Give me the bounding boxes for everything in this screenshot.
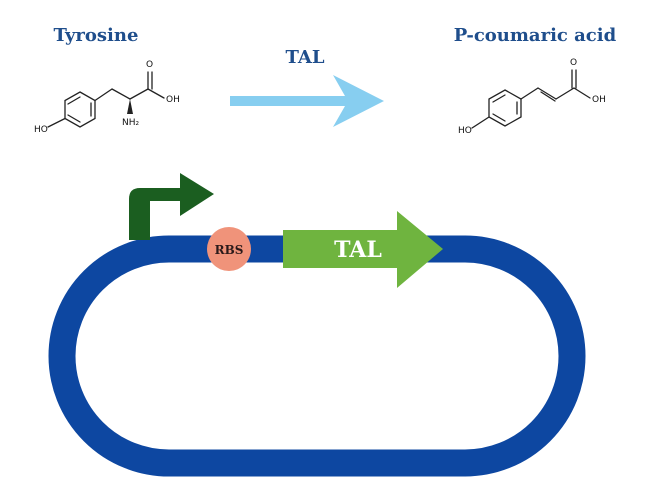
tyrosine-structure: Tyrosine HO O OH NH₂ (34, 25, 180, 135)
reaction: TAL (230, 47, 384, 127)
plasmid-backbone (48, 235, 586, 477)
tyrosine-carbonyl-o-label: O (146, 60, 153, 70)
tyrosine-wedge-bond (127, 99, 133, 114)
coumaric-acid-title: P-coumaric acid (454, 25, 617, 46)
coumaric-hydroxyl-label: HO (458, 126, 472, 136)
promoter-arrow (129, 173, 214, 240)
coumaric-carbonyl-o-label: O (570, 58, 577, 68)
rbs-label: RBS (215, 243, 244, 257)
enzyme-label: TAL (285, 47, 324, 68)
tyrosine-hydroxyl-label: HO (34, 125, 48, 135)
tyrosine-amine-label: NH₂ (122, 118, 140, 128)
rbs-site (207, 227, 251, 271)
tyrosine-title: Tyrosine (54, 25, 139, 46)
tyrosine-acid-oh-label: OH (166, 95, 180, 105)
tal-gene-arrow (283, 211, 443, 288)
coumaric-acid-oh-label: OH (592, 95, 606, 105)
coumaric-acid-structure: P-coumaric acid HO O OH (454, 25, 617, 136)
plasmid: RBS TAL (48, 173, 586, 477)
reaction-arrow (230, 75, 384, 127)
tal-gene-label: TAL (334, 237, 382, 263)
